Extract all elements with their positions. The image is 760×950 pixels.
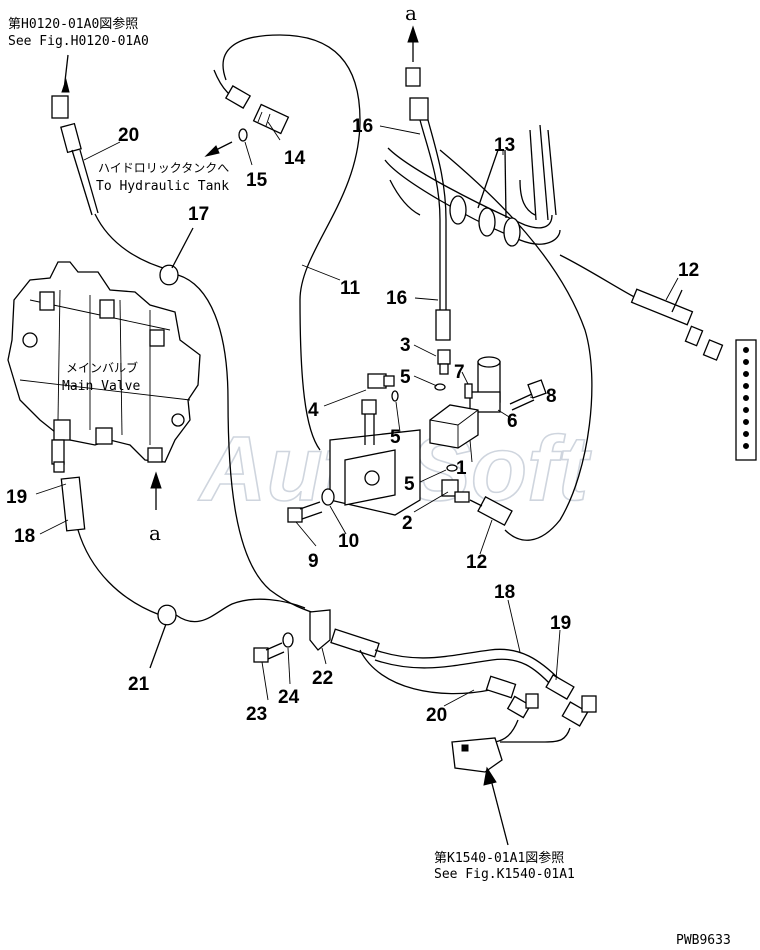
o-ring-5-middle xyxy=(391,390,399,402)
hose-18-lower xyxy=(330,628,575,700)
clamp-21 xyxy=(149,598,306,669)
block-1 xyxy=(429,404,479,449)
hose-20-lower xyxy=(359,649,517,699)
bracket-plate xyxy=(329,429,421,516)
elbow-fitting-4 xyxy=(367,373,395,389)
sensor-connector-left xyxy=(506,693,539,719)
reference-top-arrow xyxy=(61,54,70,93)
hydraulic-tank-label-en: To Hydraulic Tank xyxy=(96,179,229,194)
connector-a-upper-arrow xyxy=(407,25,419,62)
fitting-3 xyxy=(437,349,451,375)
callout-20-lower: 20 xyxy=(426,705,447,726)
elbow-fitting-2 xyxy=(441,479,470,503)
sensor-harness xyxy=(451,719,571,773)
callout-22: 22 xyxy=(312,668,333,689)
callout-2: 2 xyxy=(402,513,413,534)
callout-24: 24 xyxy=(278,687,300,708)
harness-12-upper xyxy=(559,254,724,361)
callout-9: 9 xyxy=(308,551,319,572)
callout-23: 23 xyxy=(246,704,267,725)
clamp-17 xyxy=(159,227,194,286)
terminal-block xyxy=(735,339,757,461)
callout-14: 14 xyxy=(284,148,306,169)
callout-3: 3 xyxy=(400,335,411,356)
callout-8: 8 xyxy=(546,386,557,407)
bolt-8 xyxy=(509,379,547,411)
callout-21: 21 xyxy=(128,674,150,695)
leader-lines xyxy=(35,121,679,707)
o-ring-15 xyxy=(238,128,248,142)
fitting-14-assembly xyxy=(213,69,290,135)
callout-16-upper: 16 xyxy=(352,116,373,137)
callout-4: 4 xyxy=(308,400,319,421)
reference-bottom-en: See Fig.K1540-01A1 xyxy=(434,867,575,882)
callout-17: 17 xyxy=(188,204,209,225)
callout-15: 15 xyxy=(246,170,268,191)
callouts: 1 2 3 4 5 5 5 6 7 8 9 10 11 12 12 13 14 … xyxy=(6,116,699,726)
hose-16 xyxy=(405,67,451,341)
callout-11: 11 xyxy=(340,278,361,299)
callout-18-right: 18 xyxy=(494,582,515,603)
callout-19-right: 19 xyxy=(550,613,571,634)
bolt-9 xyxy=(287,501,323,523)
reference-top-jp: 第H0120-01A0図参照 xyxy=(8,16,138,32)
washer-10 xyxy=(321,488,335,506)
main-valve xyxy=(7,261,201,463)
plug-7 xyxy=(464,383,473,399)
callout-7: 7 xyxy=(454,362,465,383)
reference-top-en: See Fig.H0120-01A0 xyxy=(8,34,149,49)
callout-20-upper: 20 xyxy=(118,125,139,146)
hose-18-left xyxy=(51,439,161,616)
hose-11 xyxy=(222,34,361,451)
callout-5-lower: 5 xyxy=(404,474,415,495)
callout-6: 6 xyxy=(507,411,518,432)
callout-13: 13 xyxy=(494,135,515,156)
hose-18-path xyxy=(177,274,321,616)
hose-20-upper xyxy=(51,95,171,271)
callout-18-left: 18 xyxy=(14,526,35,547)
figure-code: PWB9633 xyxy=(676,933,731,948)
clamp-plate-22 xyxy=(309,609,331,651)
bolt-4 xyxy=(361,399,377,445)
hydraulic-tank-arrow xyxy=(204,141,233,157)
o-ring-5-lower xyxy=(446,464,458,472)
reference-bottom-jp: 第K1540-01A1図参照 xyxy=(434,850,564,866)
callout-12-upper: 12 xyxy=(678,260,699,281)
callout-16-lower: 16 xyxy=(386,288,407,309)
callout-12-lower: 12 xyxy=(466,552,487,573)
harness-13 xyxy=(384,124,561,247)
callout-5-middle: 5 xyxy=(390,427,401,448)
reference-bottom-arrow xyxy=(483,766,509,846)
connector-a-lower: a xyxy=(149,521,161,545)
main-valve-label-jp: メインバルブ xyxy=(66,360,138,375)
callout-19-left: 19 xyxy=(6,487,27,508)
o-ring-5-upper xyxy=(434,383,446,391)
sensor-connector-right xyxy=(561,695,597,727)
callout-1: 1 xyxy=(456,458,467,479)
bolt-23 xyxy=(253,642,285,663)
callout-10: 10 xyxy=(338,531,359,552)
solenoid-valve-6 xyxy=(469,356,501,413)
hydraulic-tank-label-jp: ハイドロリックタンクへ xyxy=(98,161,229,175)
harness-12-lower xyxy=(469,496,513,526)
connector-a-lower-arrow xyxy=(150,471,162,510)
washer-24 xyxy=(282,632,294,648)
callout-5-upper: 5 xyxy=(400,367,411,388)
connector-a-upper: a xyxy=(405,1,417,25)
main-valve-label-en: Main Valve xyxy=(62,379,140,394)
